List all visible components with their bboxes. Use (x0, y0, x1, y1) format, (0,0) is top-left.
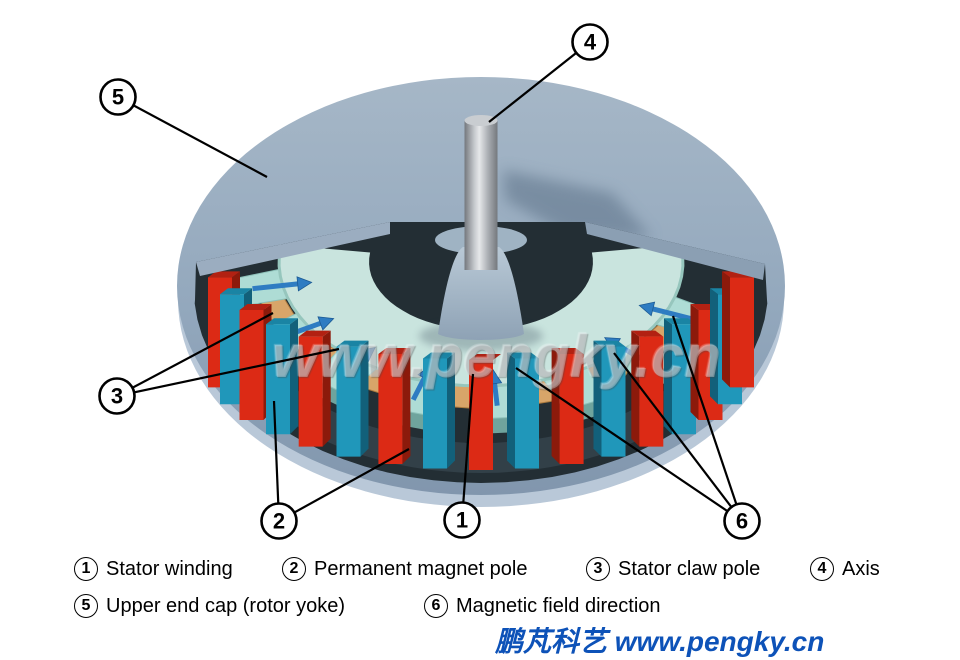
legend-number-icon: 6 (424, 594, 448, 618)
footer-brand-text: 鹏芃科艺 www.pengky.cn (495, 626, 825, 657)
legend-number-icon: 4 (810, 557, 834, 581)
callout-number: 5 (112, 85, 124, 110)
legend-item-2: 2 Permanent magnet pole (282, 557, 527, 581)
callout-circle (571, 23, 609, 61)
legend-label: Upper end cap (rotor yoke) (106, 594, 346, 617)
magnet-pole-red (639, 336, 664, 447)
magnet-pole-blue (423, 358, 447, 469)
legend-number-icon: 1 (74, 557, 98, 581)
callout-4: 4 (488, 23, 609, 123)
callout-circle (260, 502, 298, 540)
magnet-pole-red (378, 354, 403, 464)
callout-number: 2 (273, 509, 285, 534)
callout-6: 6 (515, 315, 761, 540)
magnet-pole-red (298, 336, 323, 447)
legend-item-5: 5 Upper end cap (rotor yoke) (74, 594, 345, 618)
callout-circle (98, 377, 136, 415)
magnet-pole-red (239, 310, 264, 420)
magnet-pole-red (469, 360, 493, 470)
legend-item-6: 6 Magnetic field direction (424, 594, 661, 618)
callout-circle (99, 78, 137, 116)
callout-line (671, 315, 744, 522)
field-arrow (296, 276, 313, 292)
magnet-pole-blue (220, 294, 244, 405)
legend-item-1: 1 Stator winding (74, 557, 233, 581)
legend-label: Stator winding (106, 557, 233, 580)
callout-circle (723, 502, 761, 540)
callout-number: 3 (111, 384, 123, 409)
callout-line (116, 347, 340, 398)
callout-line (515, 367, 743, 522)
legend-item-3: 3 Stator claw pole (586, 557, 760, 581)
callout-line (460, 373, 475, 521)
callout-circle (443, 501, 481, 539)
callout-3: 3 (98, 312, 340, 415)
legend-label: Stator claw pole (618, 557, 761, 580)
callout-number: 6 (736, 509, 748, 534)
callout-line (278, 448, 410, 522)
callout-number: 4 (584, 30, 597, 55)
legend-label: Axis (842, 557, 880, 580)
legend-label: Magnetic field direction (456, 594, 661, 617)
callout-2: 2 (260, 400, 410, 540)
magnet-pole-blue (266, 324, 290, 435)
stator-ring (279, 244, 683, 386)
callout-number: 1 (456, 508, 468, 533)
magnet-pole-blue (515, 358, 539, 469)
callout-line (488, 41, 591, 123)
callout-line (117, 96, 268, 178)
legend-label: Permanent magnet pole (314, 557, 528, 580)
callout-line (116, 312, 274, 397)
magnet-pole-blue (672, 324, 696, 435)
magnet-pole-red (559, 354, 584, 464)
magnet-pole-blue (336, 346, 361, 457)
cut-face-right (585, 222, 765, 280)
legend-item-4: 4 Axis (810, 557, 880, 581)
permanent-magnet-poles (208, 271, 754, 470)
legend-number-icon: 5 (74, 594, 98, 618)
callout-1: 1 (443, 373, 481, 539)
legend-number-icon: 3 (586, 557, 610, 581)
cut-face-left (196, 222, 390, 276)
field-arrow (317, 316, 335, 331)
axis-shaft (464, 115, 498, 270)
hub (419, 226, 543, 351)
magnet-pole-red (730, 277, 754, 388)
callout-5: 5 (99, 78, 268, 178)
callout-line (613, 352, 743, 522)
field-arrow (638, 301, 656, 317)
callout-line (272, 400, 281, 522)
shaft-shadow (503, 170, 652, 238)
legend-number-icon: 2 (282, 557, 306, 581)
